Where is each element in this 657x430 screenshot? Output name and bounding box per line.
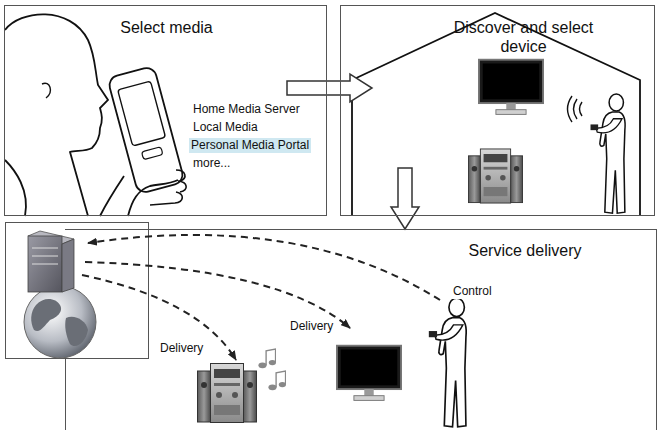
- panel-title: Service delivery: [455, 241, 595, 260]
- flow-label: Delivery: [288, 319, 335, 334]
- menu-item: Local Media: [191, 120, 260, 135]
- label-holder: more...: [191, 153, 232, 171]
- menu-item-selected: Personal Media Portal: [189, 138, 311, 153]
- block-arrow: [287, 74, 372, 102]
- step-panel: Discover and select device: [340, 5, 655, 216]
- label-holder: Delivery: [158, 338, 205, 356]
- menu-item: Home Media Server: [191, 102, 302, 117]
- step-panel: Service delivery: [65, 229, 657, 430]
- label-holder: Delivery: [288, 316, 335, 334]
- label-holder: Home Media Server: [191, 99, 302, 117]
- label-holder: Local Media: [191, 117, 260, 135]
- label-holder: Personal Media Portal: [189, 135, 311, 153]
- flow-label: Control: [451, 284, 494, 299]
- panel-title: Discover and select device: [441, 18, 606, 56]
- panel-title: Select media: [5, 18, 328, 37]
- block-arrow: [391, 168, 419, 229]
- flow-label: Delivery: [158, 341, 205, 356]
- label-holder: Control: [451, 281, 494, 299]
- menu-item: more...: [191, 156, 232, 171]
